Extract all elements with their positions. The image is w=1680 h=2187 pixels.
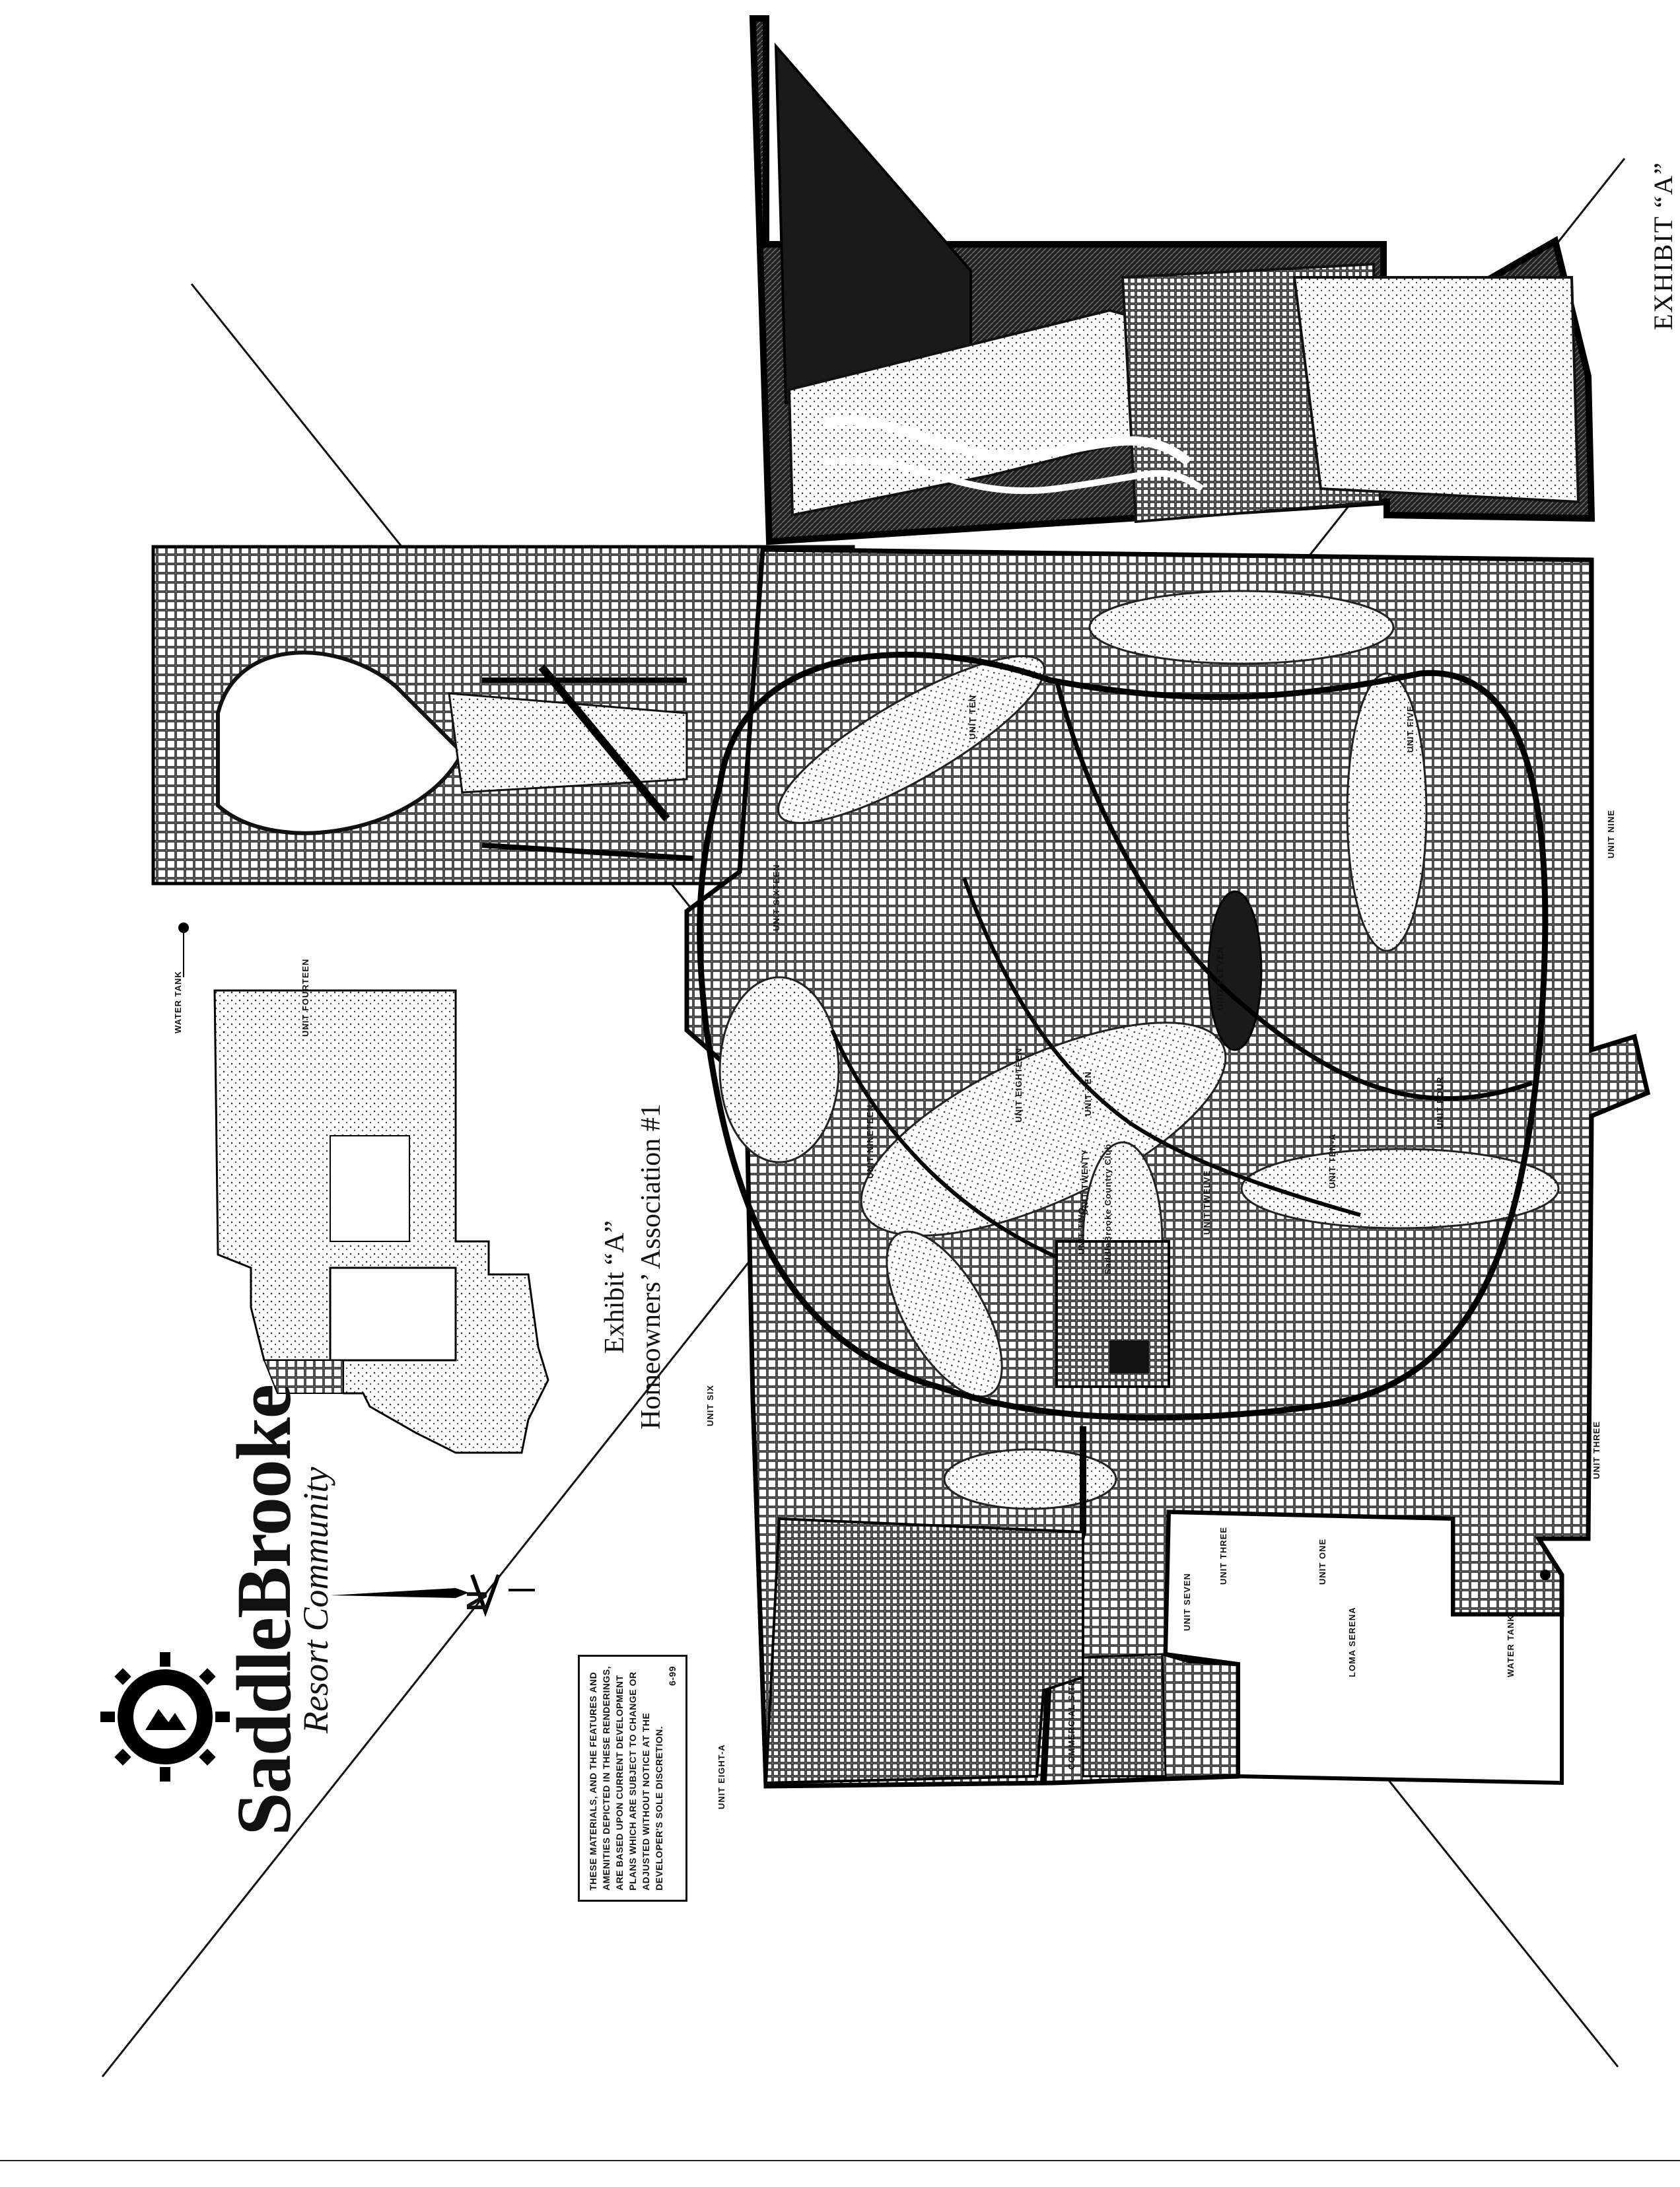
disclaimer-date: 6-99 [667, 1666, 678, 1686]
label-unit-ten-upper: UNIT TEN [967, 695, 977, 740]
label-unit-three-lower: UNIT THREE [1218, 1527, 1228, 1585]
label-unit-four: UNIT FOUR [1435, 1076, 1445, 1129]
label-unit-eleven: UNIT ELEVEN [1215, 946, 1225, 1010]
label-unit-twelve: UNIT TWELVE [1202, 1169, 1212, 1235]
label-country-club: SaddleBrooke Country Club [1103, 1143, 1113, 1274]
label-unit-five: UNIT FIVE [1405, 705, 1415, 753]
label-unit-twenty: UNIT TWENTY [1080, 1149, 1090, 1215]
west-parcel [151, 545, 855, 885]
water-tank-2-marker [1540, 1570, 1551, 1580]
label-unit-two: UNIT TWO [1076, 1206, 1086, 1255]
label-unit-one: UNIT ONE [1317, 1538, 1327, 1585]
label-unit-ten: UNIT TEN [1083, 1071, 1093, 1116]
label-unit-eight-a: UNIT EIGHT-A [717, 1744, 726, 1809]
label-unit-ten-a: UNIT TEN-A [1327, 1133, 1337, 1189]
label-unit-three: UNIT THREE [1592, 1421, 1601, 1479]
locator-inset [213, 989, 549, 1454]
label-loma-serena: LOMA SERENA [1347, 1607, 1357, 1677]
label-unit-six: UNIT SIX [705, 1385, 715, 1426]
exhibit-title: Exhibit “A” [600, 1220, 630, 1354]
label-unit-sixteen: UNIT SIXTEEN [771, 864, 781, 931]
label-unit-nineteen: UNIT NINETEEN [865, 1104, 875, 1179]
corner-exhibit-label: EXHIBIT “A” [1648, 161, 1678, 330]
north-parcel [749, 15, 1595, 545]
saddlebrooke-logo-icon [100, 1652, 230, 1782]
disclaimer-box: THESE MATERIALS, AND THE FEATURES AND AM… [578, 1655, 687, 1902]
label-unit-fourteen: UNIT FOURTEEN [300, 958, 310, 1037]
label-water-tank-2: WATER TANK [1506, 1614, 1516, 1677]
brand-name: SaddleBrooke [221, 1385, 307, 1836]
exhibit-subtitle: Homeowners’ Association #1 [636, 1103, 666, 1430]
north-arrow [330, 1574, 535, 1617]
north-letter: N [461, 1589, 493, 1611]
brand-tagline: Resort Community [296, 1467, 335, 1733]
central-parcel [684, 547, 1651, 1789]
label-unit-nine: UNIT NINE [1606, 810, 1616, 858]
label-unit-seven: UNIT SEVEN [1182, 1572, 1192, 1631]
disclaimer-text: THESE MATERIALS, AND THE FEATURES AND AM… [588, 1666, 664, 1891]
label-unit-eighteen: UNIT EIGHTEEN [1014, 1047, 1024, 1123]
label-commercial-site: COMMERCIAL SITE [1067, 1679, 1076, 1770]
label-water-tank-1: WATER TANK [173, 971, 183, 1033]
